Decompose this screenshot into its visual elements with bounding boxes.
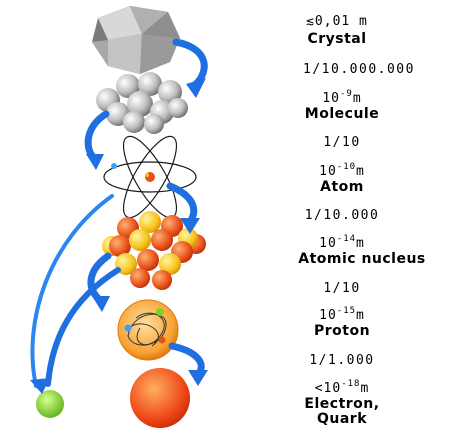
arrow-molecule-to-atom [84, 110, 110, 162]
proton-illustration [117, 299, 179, 361]
arrow-crystal-to-molecule [172, 38, 208, 88]
arrowhead-nucleus [180, 218, 200, 234]
ratio-molecule-atom: 1/10 [323, 135, 361, 150]
arrow-atom-to-electron [30, 194, 114, 388]
arrow-proton-to-quark [168, 342, 205, 378]
crystal-size: ≲0,01 m [306, 14, 368, 29]
quark-illustration [130, 368, 190, 428]
ratio-proton-quark: 1/1.000 [309, 353, 375, 368]
crystal-label: Crystal [307, 31, 367, 47]
arrowhead-quark [188, 370, 208, 386]
crystal-illustration [92, 6, 180, 74]
electron-label: Electron, [304, 396, 380, 412]
arrowhead-molecule [186, 78, 206, 98]
arrowhead-electron [30, 378, 50, 394]
arrowhead-proton [92, 296, 110, 312]
atom-size: 10-10m [319, 162, 365, 179]
quark-label: Quark [316, 411, 368, 427]
proton-label: Proton [313, 323, 371, 339]
electron-quark-size: <10-18m [314, 379, 370, 396]
molecule-illustration [96, 72, 188, 134]
molecule-label: Molecule [304, 106, 380, 122]
atom-label: Atom [320, 179, 364, 195]
ratio-atom-nucleus: 1/10.000 [304, 208, 380, 223]
ratio-nucleus-proton: 1/10 [323, 281, 361, 296]
atomic-nucleus-illustration [102, 211, 206, 290]
electron-illustration [36, 390, 64, 418]
atom-illustration [103, 135, 197, 219]
arrowhead-atom [86, 154, 104, 170]
atomic-nucleus-label: Atomic nucleus [298, 251, 426, 267]
ratio-crystal-molecule: 1/10.000.000 [303, 62, 415, 77]
proton-size: 10-15m [319, 306, 365, 323]
atomic-nucleus-size: 10-14m [319, 234, 365, 251]
arrow-nucleus-to-electron [45, 267, 121, 387]
molecule-size: 10-9m [322, 89, 362, 106]
